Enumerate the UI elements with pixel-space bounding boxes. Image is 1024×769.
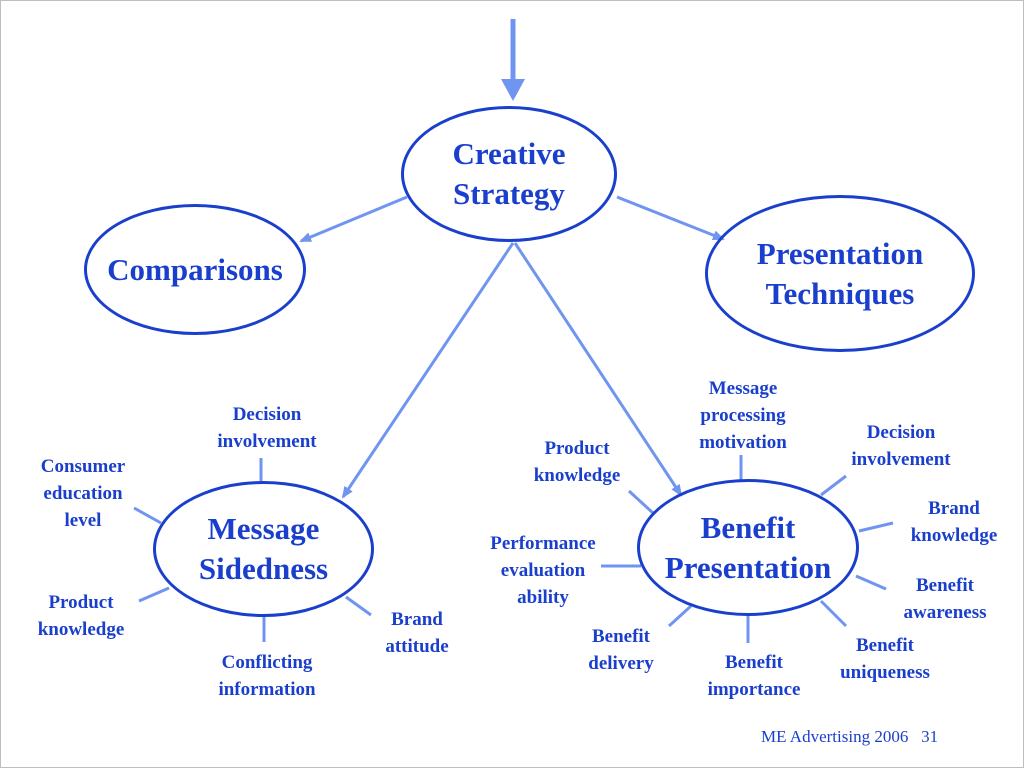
factor-conflicting-information: Conflicting information (218, 652, 316, 700)
factor-brand-attitude: Brand attitude (385, 609, 449, 657)
spoke-product-knowledge-right (627, 489, 655, 515)
factor-message-processing-motivation: Message processing motivation (699, 378, 787, 453)
factor-performance-evaluation-ability: Performance evaluation ability (490, 533, 596, 608)
factor-benefit-awareness: Benefit awareness (903, 575, 987, 623)
spoke-consumer-education (133, 506, 162, 525)
factor-consumer-education-level: Consumer education level (40, 456, 126, 531)
factor-benefit-delivery: Benefit delivery (588, 626, 654, 674)
spoke-benefit-uniqueness (819, 599, 848, 628)
page-number: 31 (921, 727, 939, 746)
factor-product-knowledge-benefit: Product knowledge (533, 438, 621, 486)
spoke-benefit-delivery (667, 604, 693, 628)
spoke-brand-attitude (345, 595, 372, 617)
spoke-decision-involvement-right (820, 474, 847, 497)
factor-product-knowledge: Product knowledge (37, 592, 125, 640)
spoke-brand-knowledge (858, 521, 894, 533)
node-benefit-presentation: Benefit Presentation (637, 479, 859, 616)
footer-text: ME Advertising 2006 (761, 727, 909, 746)
factor-decision-involvement-benefit: Decision involvement (851, 422, 951, 470)
factor-brand-knowledge: Brand knowledge (910, 498, 998, 546)
slide-footer: ME Advertising 2006 31 (761, 727, 938, 747)
arrow-to-comparisons (299, 195, 408, 243)
arrow-to-message-sidedness (341, 242, 515, 499)
spoke-benefit-awareness (855, 574, 887, 591)
incoming-arrowhead (501, 79, 525, 101)
node-creative-strategy: Creative Strategy (401, 106, 617, 242)
node-presentation-techniques: Presentation Techniques (705, 195, 975, 352)
spoke-product-knowledge-left (138, 586, 170, 603)
factor-benefit-importance: Benefit importance (707, 652, 801, 700)
arrow-to-benefit-presentation (513, 242, 683, 497)
factor-benefit-uniqueness: Benefit uniqueness (840, 635, 930, 683)
node-comparisons: Comparisons (84, 204, 306, 335)
factor-decision-involvement: Decision involvement (217, 404, 317, 452)
node-message-sidedness: Message Sidedness (153, 481, 374, 617)
arrow-to-presentation-techniques (616, 195, 725, 241)
